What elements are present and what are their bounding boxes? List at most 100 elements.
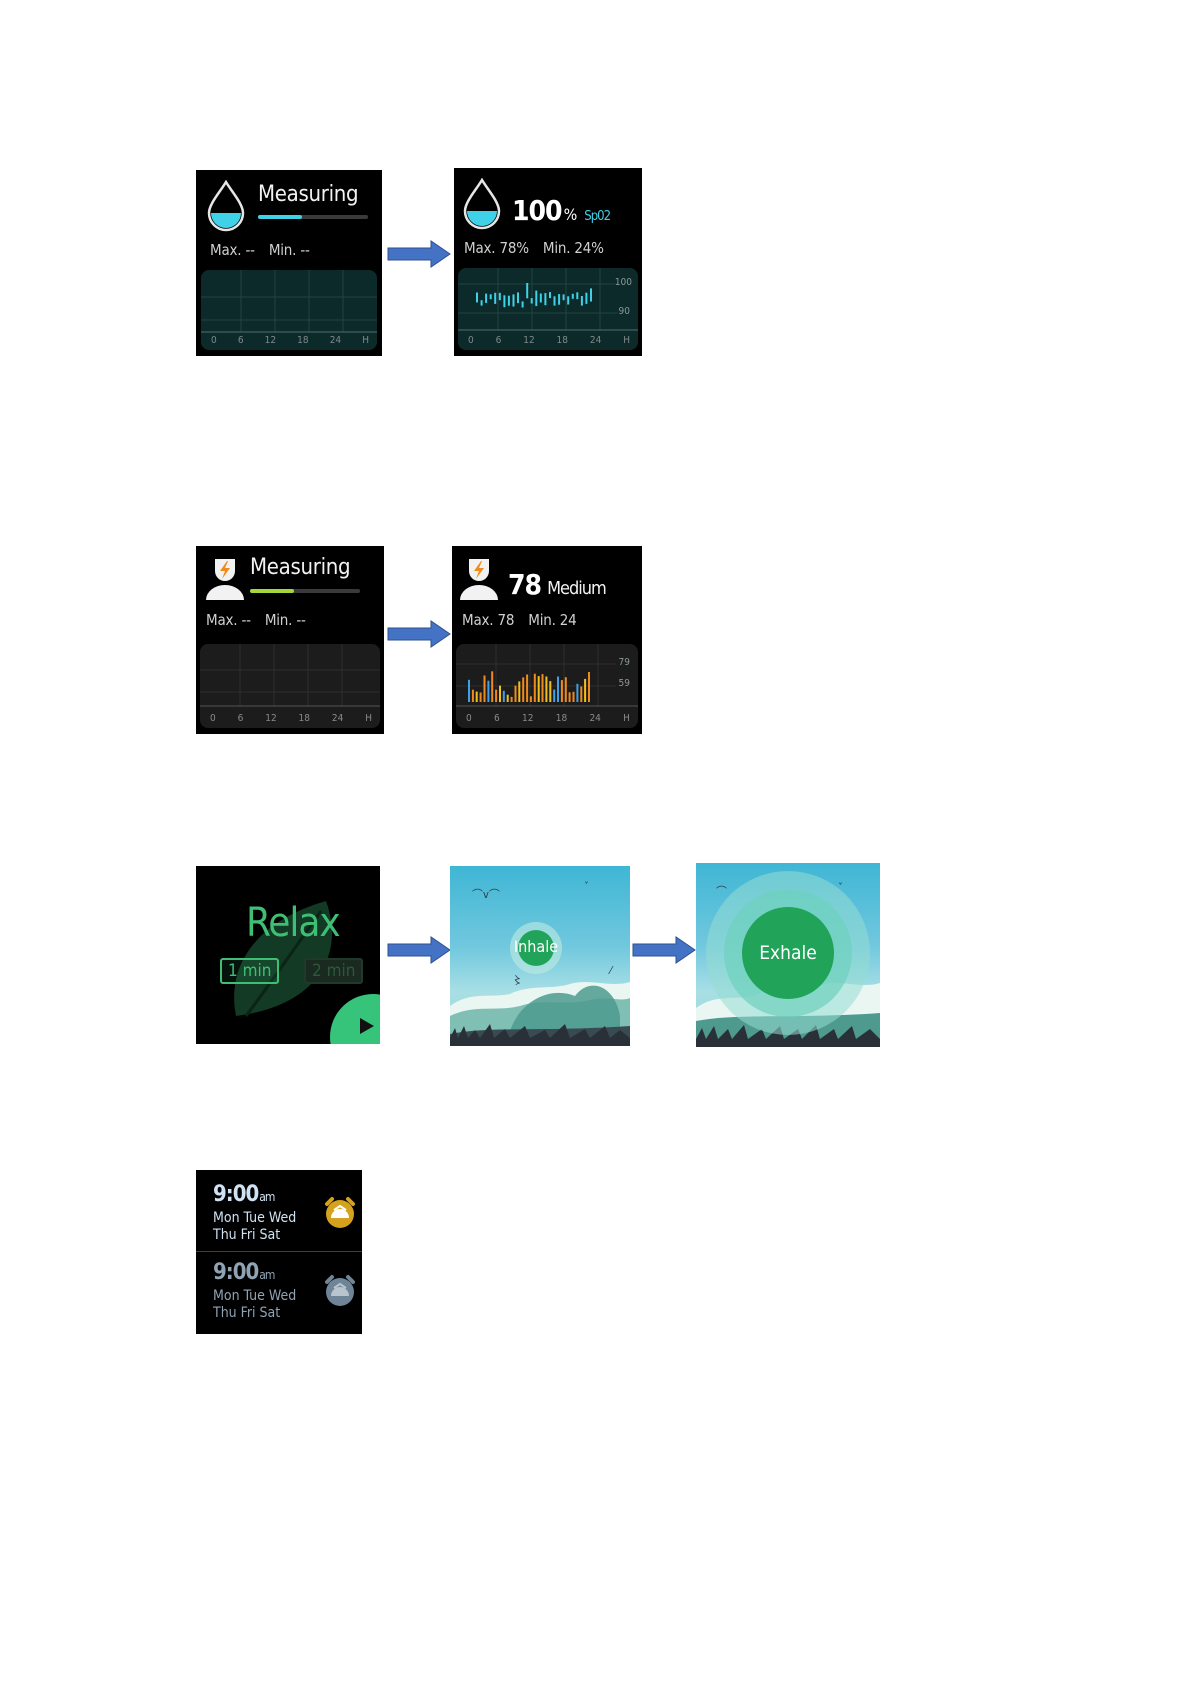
tick-label: 12	[265, 713, 276, 724]
y-axis-bottom-label: 59	[619, 678, 630, 689]
chart-bar	[588, 672, 590, 702]
x-axis-ticks: 0 6 12 18 24 H	[210, 713, 372, 724]
y-axis-bottom-label: 90	[619, 306, 630, 317]
chart-bar	[476, 692, 478, 702]
max-value: Max. 78%	[464, 239, 529, 257]
stress-result-screen: 78Medium Max. 78Min. 24 79 59 06121824H	[452, 546, 642, 734]
chart-bar	[481, 300, 483, 305]
tick-label: 18	[297, 335, 308, 346]
stress-person-icon	[458, 556, 500, 602]
arrow-right-icon	[387, 620, 451, 648]
alarm-days-line: Thu Fri Sat	[213, 1227, 296, 1244]
max-value: Max. --	[206, 611, 251, 629]
alarm-clock-icon[interactable]	[323, 1196, 357, 1230]
tick-label: H	[623, 335, 630, 346]
chart-bar	[563, 294, 565, 300]
chart-bar	[517, 292, 519, 303]
play-icon	[356, 1016, 376, 1036]
chart-bar	[590, 288, 592, 301]
alarm-time: 9:00am	[213, 1260, 274, 1285]
chart-bar	[573, 692, 575, 702]
y-axis-top-label: 100	[615, 277, 632, 288]
chart-bar	[522, 677, 524, 702]
bird-icon: ⁄	[610, 964, 612, 977]
tick-label: 6	[238, 335, 244, 346]
arrow-right-icon	[387, 240, 451, 268]
bird-icon: 〻	[512, 972, 523, 988]
y-axis-top-label: 79	[619, 657, 630, 668]
alarm-list-screen: 9:00am Mon Tue Wed Thu Fri Sat 9:00am Mo…	[196, 1170, 362, 1334]
alarm-item[interactable]: 9:00am Mon Tue Wed Thu Fri Sat	[196, 1252, 362, 1334]
chart-bar	[538, 676, 540, 702]
chart-bar	[503, 691, 505, 702]
exhale-screen: ⌒ ˇ Exhale	[696, 863, 880, 1047]
measuring-title: Measuring	[250, 555, 350, 580]
chart-bar	[542, 674, 544, 702]
alarm-time-value: 9:00	[213, 1182, 258, 1207]
spo2-unit: %	[564, 205, 577, 224]
arrow-right-icon	[632, 936, 696, 964]
alarm-days-line: Thu Fri Sat	[213, 1305, 296, 1322]
chart-bar	[499, 686, 501, 702]
tick-label: H	[365, 713, 372, 724]
chart-bar	[468, 680, 470, 702]
stress-level: Medium	[547, 578, 606, 599]
alarm-days: Mon Tue Wed Thu Fri Sat	[213, 1210, 296, 1244]
tick-label: H	[623, 713, 630, 724]
alarm-clock-icon[interactable]	[323, 1274, 357, 1308]
chart-bar	[526, 675, 528, 703]
chart-bar	[565, 677, 567, 702]
chart-bar	[535, 291, 537, 307]
chart-bar	[518, 681, 520, 702]
chart-bar	[476, 293, 478, 303]
alarm-item[interactable]: 9:00am Mon Tue Wed Thu Fri Sat	[196, 1170, 362, 1252]
measuring-progress-fill	[250, 589, 294, 593]
chart-bar	[549, 292, 551, 298]
alarm-days: Mon Tue Wed Thu Fri Sat	[213, 1288, 296, 1322]
tick-label: 24	[332, 713, 343, 724]
tick-label: 12	[522, 713, 533, 724]
bird-icon: ⌒	[716, 883, 727, 899]
chart-bar	[531, 298, 533, 303]
chart-bar	[549, 681, 551, 702]
measuring-title: Measuring	[258, 182, 358, 207]
chart-bar	[472, 690, 474, 702]
alarm-ampm: am	[259, 1190, 274, 1204]
duration-1-min-button[interactable]: 1 min	[220, 958, 279, 984]
chart-bar	[484, 676, 486, 703]
tick-label: 18	[557, 335, 568, 346]
chart-bar	[558, 294, 560, 305]
measuring-progress-bar	[250, 589, 360, 593]
spo2-label: Sp02	[584, 209, 610, 224]
chart-bar	[522, 301, 524, 307]
stress-person-icon	[204, 556, 246, 602]
tick-label: 6	[238, 713, 244, 724]
water-drop-icon	[206, 180, 246, 232]
inhale-label: Inhale	[506, 937, 566, 956]
measuring-progress-bar	[258, 215, 368, 219]
chart-bar	[584, 679, 586, 702]
alarm-ampm: am	[259, 1268, 274, 1282]
water-drop-icon	[462, 178, 502, 230]
bird-icon: ⌒v⌒	[472, 886, 500, 902]
tick-label: 0	[210, 713, 216, 724]
tick-label: 18	[299, 713, 310, 724]
chart-bar	[557, 677, 559, 703]
tick-label: 18	[556, 713, 567, 724]
chart-bar	[503, 295, 505, 307]
exhale-label: Exhale	[742, 942, 834, 964]
inhale-screen: ⌒v⌒ ˇ 〻 ⁄ Inhale	[450, 866, 630, 1046]
chart-bar	[581, 296, 583, 306]
duration-2-min-button[interactable]: 2 min	[304, 958, 363, 984]
relax-title: Relax	[246, 900, 340, 946]
tick-label: 12	[523, 335, 534, 346]
tick-label: 24	[590, 335, 601, 346]
tick-label: 24	[589, 713, 600, 724]
